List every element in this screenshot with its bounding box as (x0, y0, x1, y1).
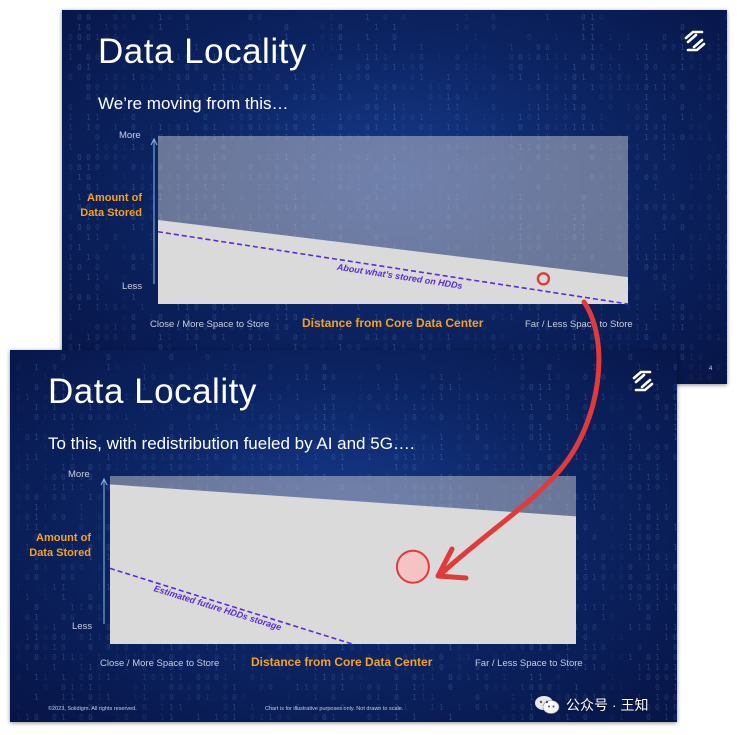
x-tick-far: Far / Less Space to Store (525, 319, 633, 330)
disclaimer: Chart is for illustrative purposes only.… (265, 706, 404, 712)
copyright: ©2023, Solidigm. All rights reserved. (48, 706, 137, 712)
y-axis-arrow-icon (100, 477, 108, 486)
slide-title: Data Locality (48, 372, 257, 411)
y-tick-less: Less (72, 621, 93, 632)
y-axis-label: Amount of Data Stored (29, 532, 91, 559)
chart-top: About what’s stored on HDDs (150, 136, 629, 305)
marker-circle (395, 549, 430, 584)
y-tick-more: More (68, 469, 90, 480)
y-axis-label: Amount of Data Stored (80, 192, 142, 219)
wechat-icon (535, 696, 560, 714)
y-tick-less: Less (122, 281, 143, 292)
x-axis-label: Distance from Core Data Center (302, 316, 484, 330)
hdd-series-line (157, 230, 629, 305)
x-tick-close: Close / More Space to Store (100, 658, 220, 669)
y-tick-more: More (119, 130, 141, 141)
svg-text:0110101101100000000011111: 0110101101100000000011111 (725, 13, 727, 382)
svg-text:1011101110100110011000110111: 1011101110100110011000110111 (61, 350, 66, 722)
slide-subtitle: To this, with redistribution fueled by A… (48, 434, 415, 453)
svg-text:000011001011110001110: 000011001011110001110 (628, 350, 633, 712)
x-tick-close: Close / More Space to Store (150, 319, 270, 330)
solidigm-logo-icon (632, 370, 654, 392)
watermark: 公众号 · 王知 (534, 690, 648, 720)
slide-subtitle: We’re moving from this… (98, 94, 289, 113)
svg-text:00000010011110011110: 00000010011110011110 (149, 23, 154, 362)
x-tick-far: Far / Less Space to Store (475, 658, 583, 669)
y-axis-arrow-icon (150, 137, 158, 146)
watermark-text: 公众号 · 王知 (566, 697, 649, 713)
data-area (158, 220, 628, 304)
x-axis-label: Distance from Core Data Center (251, 655, 433, 669)
svg-text:0000010001101001010111010: 0000010001101001010111010 (86, 10, 91, 372)
hdd-series-line (109, 567, 353, 645)
solidigm-logo-icon (684, 30, 706, 52)
page-number: 4 (709, 366, 713, 372)
marker-circle (536, 272, 551, 286)
svg-text:000000110000000101: 000000110000000101 (113, 13, 118, 372)
svg-text:101000011001001: 101000011001001 (104, 23, 109, 382)
slide-title: Data Locality (98, 32, 307, 71)
slide-top: 0110011010000010110100001000001100100110… (62, 10, 727, 384)
